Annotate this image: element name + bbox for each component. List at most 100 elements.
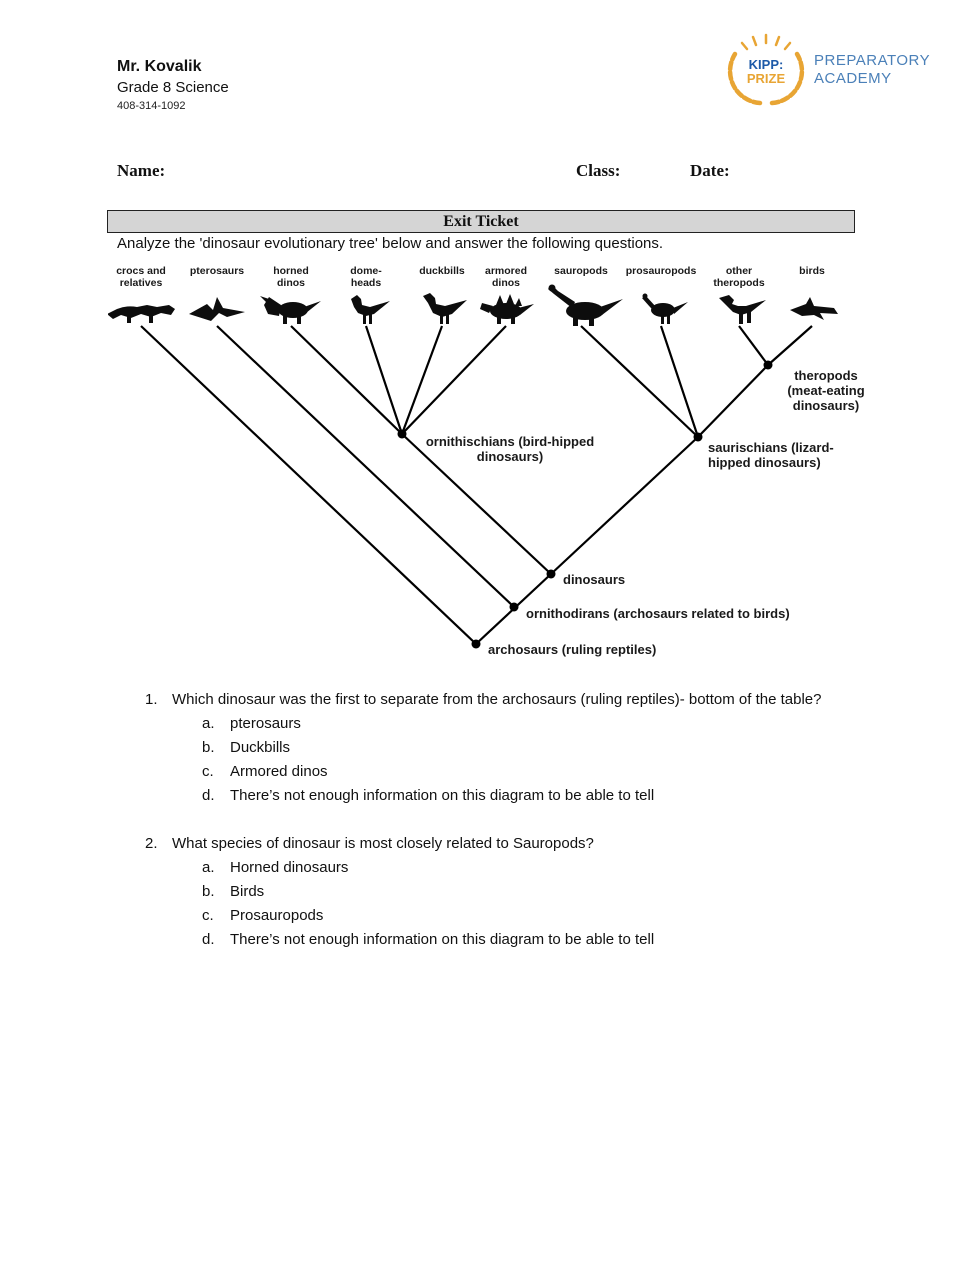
taxon-horned-label-2: dinos (277, 277, 305, 289)
question-1-option-c: c. Armored dinos (202, 760, 862, 784)
branch-line (659, 325, 700, 438)
node-label-theropods-2: (meat-eating (787, 383, 864, 398)
sunburst-rays-icon (740, 33, 792, 51)
branch-line (401, 325, 507, 435)
taxon-other-theropods: other theropods (713, 265, 766, 324)
taxon-birds: birds (790, 265, 838, 320)
school-name-line2: ACADEMY (814, 70, 892, 87)
exit-ticket-title: Exit Ticket (443, 212, 519, 230)
node-dot-archosaurs (471, 639, 481, 649)
branch-line (580, 325, 699, 438)
bird-silhouette-icon (790, 297, 838, 320)
taxon-crocs: crocs and relatives (108, 265, 175, 323)
node-label-theropods-1: theropods (794, 368, 858, 383)
teacher-name: Mr. Kovalik (117, 58, 202, 75)
option-text: Birds (230, 883, 265, 900)
school-name-line1: PREPARATORY (814, 52, 931, 69)
option-letter: d. (202, 787, 215, 804)
question-1-text: Which dinosaur was the first to separate… (172, 691, 822, 708)
option-text: There’s not enough information on this d… (230, 931, 655, 948)
duckbill-silhouette-icon (423, 293, 467, 324)
question-1-number: 1. (145, 691, 158, 708)
branch-line (738, 325, 769, 366)
option-letter: c. (202, 763, 214, 780)
node-dot-theropods (763, 360, 773, 370)
option-text: pterosaurs (230, 715, 301, 732)
option-letter: d. (202, 931, 215, 948)
node-dot-dinosaurs (546, 569, 556, 579)
school-name: PREPARATORY ACADEMY (814, 52, 930, 88)
option-text: Horned dinosaurs (230, 859, 349, 876)
dinosaur-cladogram: crocs and relatives pterosaurs horned di… (108, 265, 865, 657)
horned-dinosaur-silhouette-icon (260, 296, 321, 324)
cladogram-branches (140, 325, 813, 645)
theropod-silhouette-icon (719, 295, 766, 324)
question-1: 1. Which dinosaur was the first to separ… (117, 688, 862, 808)
laurel-wreath-icon: KIPP: PRIZE (727, 33, 805, 106)
question-2-option-b: b. Birds (202, 880, 862, 904)
question-2-text: What species of dinosaur is most closely… (172, 835, 594, 852)
taxon-crocs-label-1: crocs and (116, 265, 166, 277)
dome-head-silhouette-icon (351, 295, 390, 324)
logo-prize-text: PRIZE (747, 71, 786, 86)
taxon-duckbills-label-1: duckbills (419, 265, 465, 277)
taxon-sauropods-label-1: sauropods (554, 265, 608, 277)
pterosaur-silhouette-icon (189, 297, 245, 321)
node-label-saurischians-2: hipped dinosaurs) (708, 455, 821, 470)
cladogram-labels: theropods (meat-eating dinosaurs) ornith… (426, 368, 865, 657)
node-label-ornithischians-2: dinosaurs) (477, 449, 543, 464)
taxon-duckbills: duckbills (419, 265, 467, 324)
option-letter: a. (202, 859, 215, 876)
option-letter: a. (202, 715, 215, 732)
question-1-option-b: b. Duckbills (202, 736, 862, 760)
taxon-horned-label-1: horned (273, 265, 309, 277)
taxon-crocs-label-2: relatives (120, 277, 163, 289)
question-2-number: 2. (145, 835, 158, 852)
node-label-dinosaurs: dinosaurs (563, 572, 625, 587)
node-label-theropods-3: dinosaurs) (793, 398, 859, 413)
taxon-armored-dinos: armored dinos (480, 265, 534, 324)
taxon-birds-label-1: birds (799, 265, 825, 277)
taxon-sauropods: sauropods (548, 265, 623, 326)
questions-section: 1. Which dinosaur was the first to separ… (117, 688, 862, 952)
crocodile-silhouette-icon (108, 305, 175, 323)
branch-line (767, 325, 813, 366)
taxon-armored-label-1: armored (485, 265, 527, 277)
question-1-option-d: d. There’s not enough information on thi… (202, 784, 862, 808)
teacher-header: Mr. Kovalik Grade 8 Science 408-314-1092 (117, 56, 229, 115)
option-text: Duckbills (230, 739, 291, 756)
branch-line (364, 325, 404, 435)
name-field-label: Name: (117, 161, 166, 180)
course-name: Grade 8 Science (117, 79, 229, 96)
school-logo: KIPP: PRIZE PREPARATORY ACADEMY (726, 30, 930, 110)
question-2-option-d: d. There’s not enough information on thi… (202, 928, 862, 952)
option-text: Prosauropods (230, 907, 324, 924)
exit-ticket-header-bar: Exit Ticket (107, 210, 855, 233)
node-dot-ornithischians (397, 429, 407, 439)
option-letter: b. (202, 739, 215, 756)
logo-kipp-text: KIPP: (749, 57, 784, 72)
node-dot-ornithodirans (509, 602, 519, 612)
option-text: There’s not enough information on this d… (230, 787, 655, 804)
taxon-pterosaurs-label-1: pterosaurs (190, 265, 244, 277)
node-dot-saurischians (693, 432, 703, 442)
taxon-dome-label-1: dome- (350, 265, 382, 277)
node-label-saurischians-1: saurischians (lizard- (708, 440, 834, 455)
branch-line (697, 364, 769, 438)
class-field-label: Class: (576, 161, 621, 180)
prosauropod-silhouette-icon (642, 293, 688, 324)
option-letter: c. (202, 907, 214, 924)
cladogram-nodes (397, 360, 773, 649)
branch-line (216, 325, 515, 608)
sauropod-silhouette-icon (548, 284, 623, 326)
taxon-other-theropods-label-1: other (726, 265, 752, 277)
node-label-archosaurs: archosaurs (ruling reptiles) (488, 642, 656, 657)
taxon-prosauropods: prosauropods (626, 265, 696, 324)
option-letter: b. (202, 883, 215, 900)
taxon-horned-dinos: horned dinos (260, 265, 321, 324)
armored-dinosaur-silhouette-icon (480, 294, 534, 324)
node-label-ornithischians-1: ornithischians (bird-hipped (426, 434, 594, 449)
taxon-armored-label-2: dinos (492, 277, 520, 289)
taxon-dome-label-2: heads (351, 277, 382, 289)
